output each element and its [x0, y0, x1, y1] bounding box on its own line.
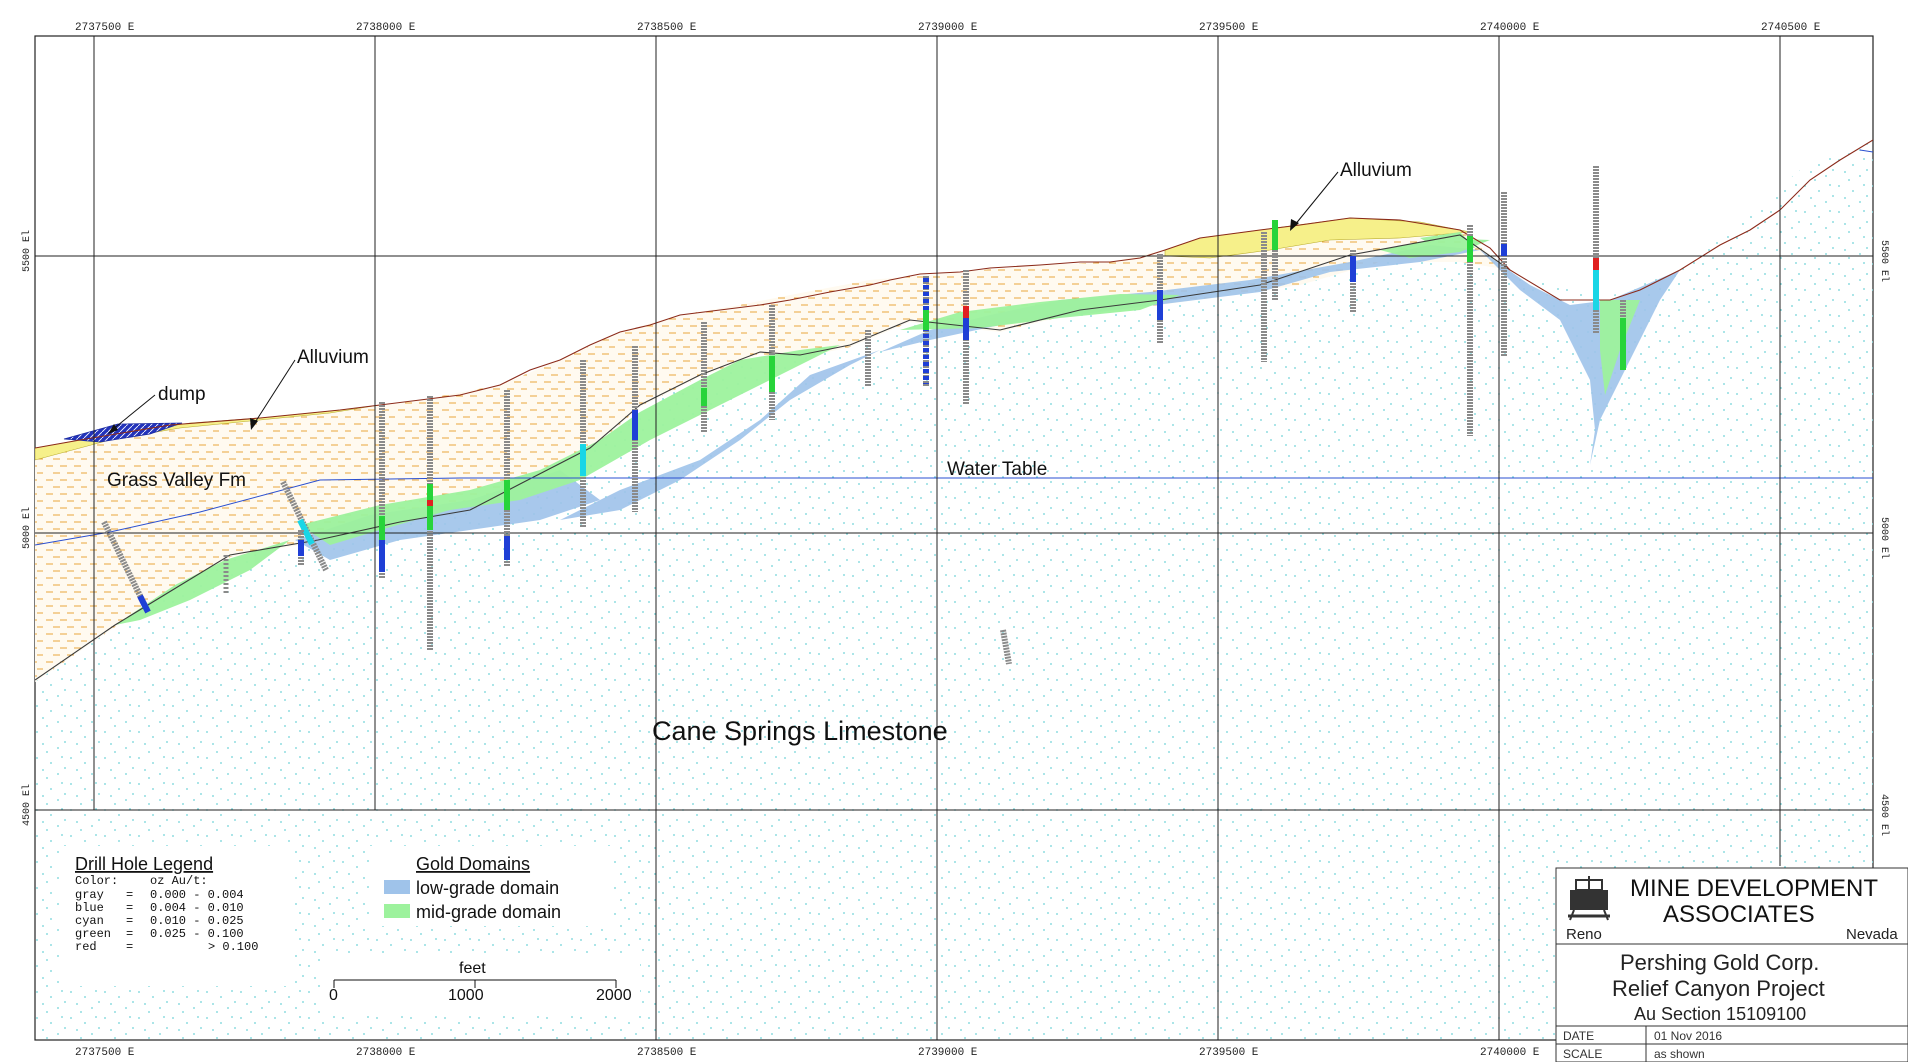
formation-contact-line [35, 234, 1511, 681]
water-table-line [35, 477, 1873, 546]
elevation-label: 4500 El [21, 784, 33, 826]
water-table-east-tick [1859, 149, 1873, 153]
drill-legend-row: red = > 0.100 [75, 940, 258, 954]
alluvium-east-arrowhead [1290, 219, 1299, 231]
easting-label: 2737500 E [75, 22, 135, 34]
low-grade-label: low-grade domain [416, 878, 559, 898]
mid-grade-swatch [384, 904, 410, 918]
svg-text:0.004 - 0.010: 0.004 - 0.010 [150, 901, 244, 915]
easting-labels-top: 2737500 E 2738000 E 2738500 E 2739000 E … [75, 22, 1821, 34]
topography-line [35, 139, 1873, 449]
alluvium-west-label: Alluvium [297, 347, 369, 368]
alluvium-west-arrowhead [250, 418, 258, 430]
drill-legend-row: green = 0.025 - 0.100 [75, 927, 244, 941]
alluvium-east-label: Alluvium [1340, 160, 1412, 181]
elevation-labels-left: 5500 El 5000 El 4500 El [21, 230, 33, 826]
company-name-line1: MINE DEVELOPMENT [1630, 875, 1878, 902]
easting-label: 2738500 E [637, 22, 697, 34]
svg-text:=: = [126, 888, 133, 902]
elevation-label: 5000 El [21, 507, 33, 549]
scale-label: SCALE [1563, 1047, 1602, 1061]
gold-domains-legend: Gold Domains low-grade domain mid-grade … [370, 846, 610, 926]
svg-text:=: = [126, 914, 133, 928]
easting-label: 2738000 E [356, 22, 416, 34]
section-name: Au Section 15109100 [1634, 1004, 1806, 1024]
company-logo-icon [1568, 876, 1610, 921]
svg-text:0.000 - 0.004: 0.000 - 0.004 [150, 888, 244, 902]
low-grade-swatch [384, 880, 410, 894]
easting-label: 2740000 E [1480, 22, 1540, 34]
scale-value: as shown [1654, 1047, 1705, 1061]
svg-text:blue: blue [75, 901, 104, 915]
easting-label: 2738500 E [637, 1047, 697, 1059]
scale-bar-tick: 2000 [596, 987, 632, 1004]
company-city: Reno [1566, 926, 1602, 943]
alluvium-east-leader [1293, 171, 1339, 227]
easting-label: 2739000 E [918, 1047, 978, 1059]
client-name: Pershing Gold Corp. [1620, 950, 1819, 975]
drill-legend-title: Drill Hole Legend [75, 854, 213, 874]
drill-hole [101, 520, 151, 614]
easting-label: 2737500 E [75, 1047, 135, 1059]
grass-valley-label: Grass Valley Fm [107, 470, 246, 491]
elevation-labels-right: 5500 El 5000 El 4500 El [1878, 240, 1890, 836]
drill-legend-header-grade: oz Au/t: [150, 874, 208, 888]
easting-label: 2739500 E [1199, 22, 1259, 34]
cane-springs-label: Cane Springs Limestone [652, 716, 948, 746]
project-name: Relief Canyon Project [1612, 976, 1825, 1001]
svg-text:=: = [126, 940, 133, 954]
easting-label: 2738000 E [356, 1047, 416, 1059]
scale-bar-unit: feet [459, 960, 486, 977]
svg-text:red: red [75, 940, 97, 954]
mid-grade-label: mid-grade domain [416, 902, 561, 922]
company-state: Nevada [1846, 926, 1898, 943]
easting-label: 2739500 E [1199, 1047, 1259, 1059]
drill-hole [1000, 629, 1012, 665]
drill-legend-row: cyan = 0.010 - 0.025 [75, 914, 244, 928]
unit-labels: dump Alluvium Alluvium Grass Valley Fm W… [107, 160, 1412, 746]
date-value: 01 Nov 2016 [1654, 1029, 1722, 1043]
elevation-label: 4500 El [1878, 794, 1890, 836]
easting-labels-bottom: 2737500 E 2738000 E 2738500 E 2739000 E … [75, 1047, 1540, 1059]
title-block: MINE DEVELOPMENT ASSOCIATES Reno Nevada … [1555, 867, 1908, 1062]
dump-label: dump [158, 384, 206, 405]
scale-bar: feet 0 1000 2000 [320, 955, 640, 1015]
svg-text:0.010 - 0.025: 0.010 - 0.025 [150, 914, 244, 928]
water-table-label: Water Table [947, 459, 1047, 480]
svg-text:green: green [75, 927, 111, 941]
svg-text:=: = [126, 927, 133, 941]
drill-hole-legend: Drill Hole Legend Color: oz Au/t: gray =… [60, 846, 290, 986]
alluvium-west-leader [253, 359, 296, 425]
coordinate-grid [35, 36, 1873, 1040]
drill-legend-header-color: Color: [75, 874, 118, 888]
svg-text:=: = [126, 901, 133, 915]
scale-bar-tick: 0 [329, 987, 338, 1004]
svg-text:cyan: cyan [75, 914, 104, 928]
elevation-label: 5500 El [1878, 240, 1890, 282]
cane-springs-limestone-body [35, 140, 1873, 1040]
svg-text:> 0.100: > 0.100 [208, 940, 258, 954]
gold-domains-title: Gold Domains [416, 854, 530, 874]
easting-label: 2739000 E [918, 22, 978, 34]
elevation-label: 5000 El [1878, 517, 1890, 559]
drill-hole [280, 480, 329, 572]
easting-label: 2740500 E [1761, 22, 1821, 34]
svg-text:0.025 - 0.100: 0.025 - 0.100 [150, 927, 244, 941]
svg-text:gray: gray [75, 888, 104, 902]
dump-arrowhead [108, 424, 118, 434]
dump-leader [111, 394, 156, 431]
easting-label: 2740000 E [1480, 1047, 1540, 1059]
scale-bar-tick: 1000 [448, 987, 484, 1004]
elevation-label: 5500 El [21, 230, 33, 272]
date-label: DATE [1563, 1029, 1594, 1043]
drill-holes [101, 166, 1626, 665]
drill-legend-row: blue = 0.004 - 0.010 [75, 901, 244, 915]
drill-legend-row: gray = 0.000 - 0.004 [75, 888, 244, 902]
company-name-line2: ASSOCIATES [1663, 901, 1815, 928]
